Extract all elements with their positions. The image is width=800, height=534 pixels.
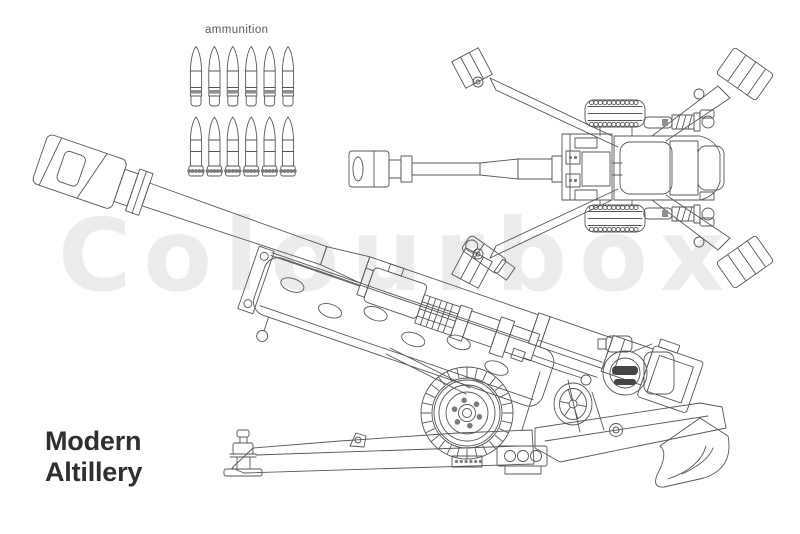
trail-arm-lower-left [451, 188, 619, 289]
trail-arm-upper-right [651, 47, 774, 142]
barrel-tube [141, 182, 328, 266]
watermark-text: Colourbox [58, 197, 737, 314]
recoil-piston-icon [523, 357, 561, 372]
barrel-assembly [32, 134, 704, 413]
actuator-bottom [643, 204, 715, 227]
top-view-artillery [348, 47, 774, 289]
wheel-icon [420, 366, 514, 460]
image-title: Modern Altillery [45, 426, 142, 488]
spade-claw-icon [655, 417, 730, 488]
ammunition-row-ribbed [187, 116, 297, 177]
tires-top-view-icon [584, 99, 646, 233]
muzzle-brake-top-icon [348, 150, 390, 188]
trail-arm-upper-left [451, 47, 619, 148]
breech-block [637, 345, 704, 413]
image-title-line2: Altillery [45, 457, 143, 487]
ribbed-strip-icon [451, 455, 483, 468]
elevation-handwheel-icon [553, 382, 593, 426]
ammunition-label: ammunition [205, 24, 269, 36]
carriage-front [223, 429, 535, 477]
trail-and-spade [534, 402, 730, 488]
actuator-top [643, 109, 715, 132]
detached-fitting-icon [461, 235, 516, 281]
cradle-beam [253, 257, 555, 407]
image-title-line1: Modern [45, 426, 142, 456]
side-view-artillery [32, 134, 730, 488]
traverse-gear-icon [597, 335, 675, 396]
trail-arm-lower-right [651, 194, 774, 289]
ammunition-row-plain [189, 46, 295, 107]
